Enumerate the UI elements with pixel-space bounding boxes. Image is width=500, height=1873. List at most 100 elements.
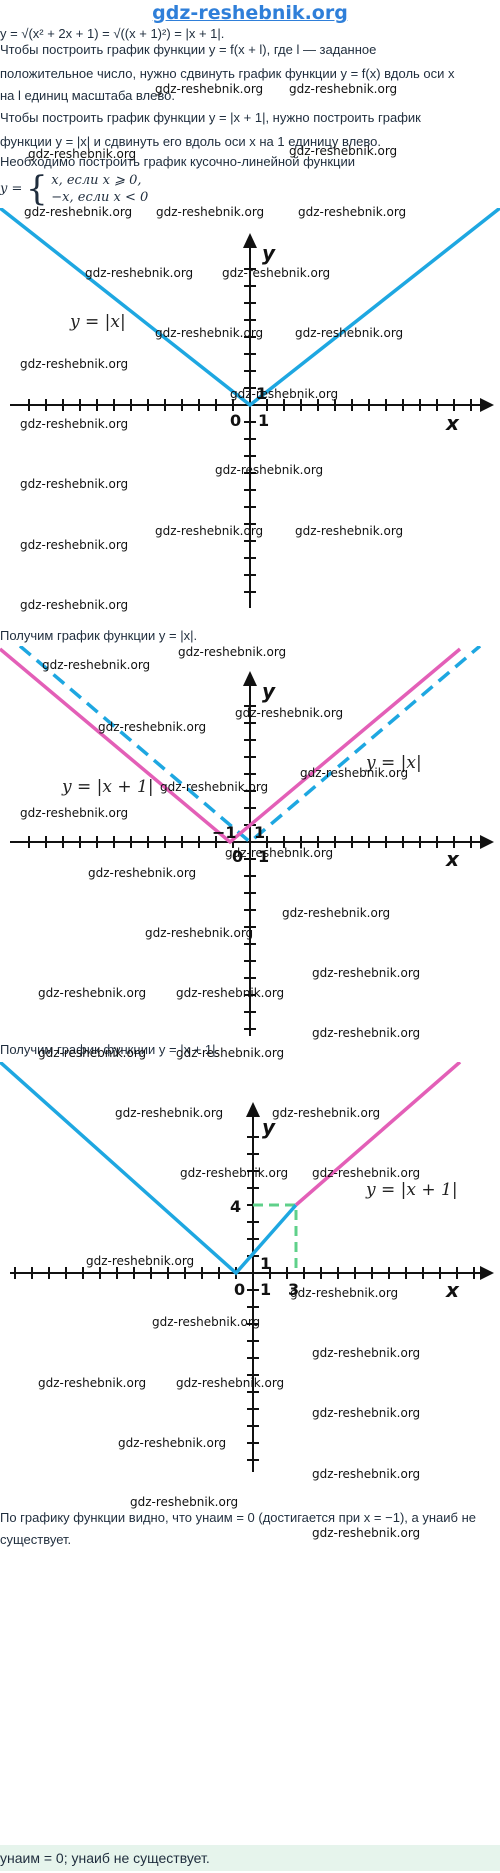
watermark: gdz-reshebnik.org: [289, 82, 398, 96]
watermark: gdz-reshebnik.org: [180, 1166, 289, 1180]
watermark: gdz-reshebnik.org: [38, 986, 147, 1000]
answer-box: yнаим = 0; yнаиб не существует.: [0, 1845, 500, 1871]
graph-abs-x-plus-1: y x 0 1 3 1 4 y = |x + 1|: [0, 1062, 500, 1482]
watermark: gdz-reshebnik.org: [295, 524, 404, 538]
x-one-label: 1: [258, 847, 269, 866]
graph-1-svg: y x 0 1 1 y = |x|: [0, 208, 500, 608]
equation-line: y = √(x² + 2x + 1) = √((x + 1)²) = |x + …: [0, 26, 225, 41]
paragraph-line: Чтобы построить график функции y = f(x +…: [0, 42, 377, 57]
watermark: gdz-reshebnik.org: [176, 1376, 285, 1390]
conclusion-line: существует.: [0, 1532, 72, 1547]
function-label: y = |x + 1|: [365, 1180, 458, 1200]
minus-one-label: −1: [212, 823, 237, 842]
watermark: gdz-reshebnik.org: [312, 1467, 421, 1481]
watermark: gdz-reshebnik.org: [312, 1406, 421, 1420]
watermark: gdz-reshebnik.org: [28, 147, 137, 161]
watermark: gdz-reshebnik.org: [38, 1376, 147, 1390]
piecewise-lhs: y =: [0, 181, 23, 197]
watermark: gdz-reshebnik.org: [118, 1436, 227, 1450]
watermark: gdz-reshebnik.org: [225, 846, 334, 860]
site-title[interactable]: gdz-reshebnik.org: [152, 2, 348, 24]
watermark: gdz-reshebnik.org: [176, 986, 285, 1000]
function-label-abs-x: y = |x|: [365, 753, 422, 773]
watermark: gdz-reshebnik.org: [42, 658, 151, 672]
graph-3-line-blue: [0, 1062, 298, 1276]
watermark: gdz-reshebnik.org: [300, 766, 409, 780]
graph-2-line-abs-x-plus-1: [0, 647, 462, 845]
watermark: gdz-reshebnik.org: [85, 266, 194, 280]
graph-abs-x-plus-1-shift: y x 0 1 1 −1 y = |x| y = |x + 1|: [0, 646, 500, 1041]
x-axis-label: x: [445, 1278, 460, 1302]
watermark: gdz-reshebnik.org: [20, 538, 129, 552]
watermark: gdz-reshebnik.org: [235, 706, 344, 720]
watermark: gdz-reshebnik.org: [290, 1286, 399, 1300]
origin-label: 0: [232, 847, 243, 866]
y-axis-label: y: [262, 679, 276, 703]
x-axis-label: x: [445, 411, 460, 435]
watermark: gdz-reshebnik.org: [222, 266, 331, 280]
graph-3-dashed-guides: [253, 1203, 298, 1273]
watermark: gdz-reshebnik.org: [312, 1166, 421, 1180]
watermark: gdz-reshebnik.org: [295, 326, 404, 340]
watermark: gdz-reshebnik.org: [86, 1254, 195, 1268]
piecewise-cases: x, если x ⩾ 0, −x, если x < 0: [51, 172, 148, 206]
caption-line: Получим график функции y = |x|.: [0, 628, 198, 643]
conclusion-line: По графику функции видно, что yнаим = 0 …: [0, 1510, 476, 1525]
watermark: gdz-reshebnik.org: [298, 205, 407, 219]
watermark: gdz-reshebnik.org: [20, 598, 129, 612]
watermark: gdz-reshebnik.org: [20, 357, 129, 371]
paragraph-line: Чтобы построить график функции y = |x + …: [0, 110, 421, 125]
graph-2-svg: y x 0 1 1 −1 y = |x| y = |x + 1|: [0, 646, 494, 1036]
y-one-label: 1: [254, 823, 265, 842]
y-axis-label: y: [262, 241, 276, 265]
watermark: gdz-reshebnik.org: [115, 1106, 224, 1120]
watermark: gdz-reshebnik.org: [312, 1026, 421, 1040]
function-label-abs-x-plus-1: y = |x + 1|: [61, 777, 154, 797]
watermark: gdz-reshebnik.org: [160, 780, 269, 794]
watermark: gdz-reshebnik.org: [155, 82, 264, 96]
watermark: gdz-reshebnik.org: [98, 720, 207, 734]
y-one-label: 1: [256, 384, 267, 403]
watermark: gdz-reshebnik.org: [312, 966, 421, 980]
case-2: −x, если x < 0: [51, 190, 149, 205]
watermark: gdz-reshebnik.org: [289, 144, 398, 158]
brace-icon: {: [26, 169, 48, 209]
watermark: gdz-reshebnik.org: [155, 524, 264, 538]
watermark: gdz-reshebnik.org: [312, 1346, 421, 1360]
y-four-label: 4: [230, 1197, 241, 1216]
x-one-label: 1: [260, 1280, 271, 1299]
x-one-label: 1: [258, 411, 269, 430]
x-axis-label: x: [445, 847, 460, 871]
watermark: gdz-reshebnik.org: [20, 806, 129, 820]
watermark: gdz-reshebnik.org: [178, 645, 287, 659]
watermark: gdz-reshebnik.org: [312, 1526, 421, 1540]
watermark: gdz-reshebnik.org: [272, 1106, 381, 1120]
graph-1-line-abs-x: [0, 208, 500, 408]
watermark: gdz-reshebnik.org: [20, 417, 129, 431]
watermark: gdz-reshebnik.org: [230, 387, 339, 401]
x-three-label: 3: [288, 1280, 299, 1299]
watermark: gdz-reshebnik.org: [20, 477, 129, 491]
piecewise-formula: y = { x, если x ⩾ 0, −x, если x < 0: [0, 172, 148, 206]
watermark: gdz-reshebnik.org: [130, 1495, 239, 1509]
origin-label: 0: [230, 411, 241, 430]
function-label: y = |x|: [69, 312, 126, 332]
watermark: gdz-reshebnik.org: [24, 205, 133, 219]
caption-line: Получим график функции y = |x + 1|.: [0, 1042, 220, 1057]
watermark: gdz-reshebnik.org: [152, 1315, 261, 1329]
watermark: gdz-reshebnik.org: [282, 906, 391, 920]
watermark: gdz-reshebnik.org: [176, 1046, 285, 1060]
paragraph-line: положительное число, нужно сдвинуть граф…: [0, 66, 455, 81]
watermark: gdz-reshebnik.org: [88, 866, 197, 880]
watermark: gdz-reshebnik.org: [156, 205, 265, 219]
origin-label: 0: [234, 1280, 245, 1299]
graph-abs-x: y x 0 1 1 y = |x|: [0, 208, 500, 618]
paragraph-line: функции y = |x| и сдвинуть его вдоль оси…: [0, 134, 382, 149]
paragraph-line: Необходимо построить график кусочно-лине…: [0, 154, 356, 169]
case-1: x, если x ⩾ 0,: [51, 173, 142, 188]
watermark: gdz-reshebnik.org: [145, 926, 254, 940]
graph-3-line-pink: [294, 1062, 462, 1207]
watermark: gdz-reshebnik.org: [215, 463, 324, 477]
watermark: gdz-reshebnik.org: [38, 1046, 147, 1060]
watermark: gdz-reshebnik.org: [155, 326, 264, 340]
